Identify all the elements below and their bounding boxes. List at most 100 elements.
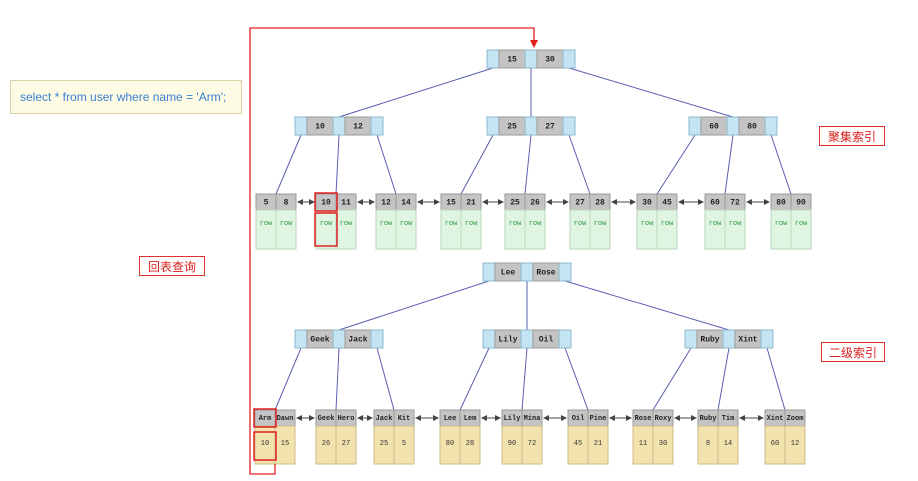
clustered-leaf-row xyxy=(395,209,417,250)
clustered-leaf-row-label: row xyxy=(775,220,788,228)
secondary-leaf-key-label: Tim xyxy=(722,415,735,423)
clustered-leaf-row xyxy=(440,209,462,250)
clustered-leaf-key-label: 25 xyxy=(510,199,520,208)
clustered-leaf-row-label: row xyxy=(509,220,522,228)
sql-query-text: select * from user where name = 'Arm'; xyxy=(20,90,227,104)
clustered-leaf-row-label: row xyxy=(320,220,333,228)
clustered-inner-pointer xyxy=(294,116,308,136)
secondary-inner-key-label: Xint xyxy=(738,336,757,345)
secondary-inner-pointer xyxy=(722,329,736,349)
secondary-leaf-id xyxy=(274,425,296,465)
clustered-inner-pointer xyxy=(524,116,538,136)
clustered-leaf-key-label: 14 xyxy=(401,199,411,208)
secondary-inner-pointer xyxy=(558,329,572,349)
secondary-leaf-id xyxy=(784,425,806,465)
secondary-edge xyxy=(459,347,490,411)
clustered-leaf: 10 row 11 row xyxy=(315,193,357,250)
clustered-inner-key-label: 60 xyxy=(709,123,719,132)
highlight-arm-key xyxy=(253,408,277,428)
clustered-leaf-key-label: 27 xyxy=(575,199,585,208)
clustered-leaf-key-label: 72 xyxy=(730,199,740,208)
clustered-leaf-row xyxy=(636,209,658,250)
clustered-edge xyxy=(460,134,494,195)
clustered-leaf-row-label: row xyxy=(729,220,742,228)
clustered-leaf-row xyxy=(375,209,397,250)
clustered-leaf-key-label: 5 xyxy=(264,199,269,208)
clustered-leaf-row-label: row xyxy=(400,220,413,228)
secondary-leaf-key-label: Arm xyxy=(259,415,272,423)
clustered-leaf-row-label: row xyxy=(795,220,808,228)
clustered-leaf: 12 row 14 row xyxy=(375,193,417,250)
clustered-edge xyxy=(724,134,734,195)
clustered-leaf-row-label: row xyxy=(380,220,393,228)
clustered-leaf-row-label: row xyxy=(465,220,478,228)
clustered-leaf-row xyxy=(315,209,337,250)
clustered-inner-pointer xyxy=(332,116,346,136)
clustered-inner-pointer xyxy=(562,116,576,136)
secondary-leaf-id-label: 5 xyxy=(402,440,406,448)
clustered-leaf-row xyxy=(524,209,546,250)
clustered-inner-pointer xyxy=(726,116,740,136)
secondary-leaf-id-label: 80 xyxy=(446,440,454,448)
secondary-inner-pointer xyxy=(332,329,346,349)
secondary-inner-pointer xyxy=(482,329,496,349)
secondary-leaf-id-label: 27 xyxy=(342,440,350,448)
secondary-leaf-key-label: Lee xyxy=(444,415,457,423)
leaf-links xyxy=(296,199,770,421)
highlight-clustered-key xyxy=(314,192,338,212)
clustered-leaf-row-label: row xyxy=(340,220,353,228)
clustered-leaf-row-label: row xyxy=(709,220,722,228)
clustered-root-key-label: 15 xyxy=(507,56,517,65)
clustered-edge xyxy=(275,134,302,195)
clustered-leaf-row xyxy=(790,209,812,250)
secondary-leaf-id-label: 28 xyxy=(466,440,474,448)
clustered-leaf-key-label: 11 xyxy=(341,199,351,208)
secondary-inner-key-label: Ruby xyxy=(700,336,719,345)
clustered-inner-key-label: 12 xyxy=(353,123,363,132)
clustered-leaf-key-label: 12 xyxy=(381,199,391,208)
secondary-inner-pointer xyxy=(294,329,308,349)
clustered-leaf-key-label: 30 xyxy=(642,199,652,208)
clustered-leaf-row xyxy=(724,209,746,250)
secondary-inner-key-label: Geek xyxy=(310,336,329,345)
secondary-inner-pointer xyxy=(520,329,534,349)
secondary-leaf-key-label: Zoom xyxy=(787,415,804,423)
secondary-inner-key-label: Oil xyxy=(539,336,554,345)
secondary-leaf-key-label: Rose xyxy=(635,415,652,423)
secondary-leaf-id xyxy=(652,425,674,465)
secondary-leaf-id-label: 60 xyxy=(771,440,779,448)
clustered-leaf-row-label: row xyxy=(574,220,587,228)
secondary-leaf-id-label: 14 xyxy=(724,440,732,448)
clustered-leaf-row-label: row xyxy=(661,220,674,228)
secondary-leaf-id-label: 45 xyxy=(574,440,582,448)
secondary-leaf-id-label: 26 xyxy=(322,440,330,448)
clustered-leaf-key-label: 45 xyxy=(662,199,672,208)
clustered-leaf-key-label: 10 xyxy=(321,199,331,208)
clustered-leaf-row xyxy=(589,209,611,250)
secondary-leaf-id-label: 11 xyxy=(639,440,647,448)
secondary-edge xyxy=(338,280,490,331)
clustered-edge xyxy=(335,134,340,195)
secondary-edge xyxy=(521,347,528,411)
clustered-edge xyxy=(338,67,494,118)
secondary-index-label: 二级索引 xyxy=(821,342,885,362)
secondary-leaf-key-label: Dawn xyxy=(277,415,294,423)
secondary-edge xyxy=(274,347,302,411)
secondary-leaf-id xyxy=(459,425,481,465)
secondary-leaf-key-label: Xint xyxy=(767,415,784,423)
secondary-root-key-label: Rose xyxy=(536,269,555,278)
clustered-leaf-row xyxy=(770,209,792,250)
highlight-arm-id xyxy=(253,431,277,461)
secondary-leaf-key-label: Hero xyxy=(338,415,355,423)
clustered-edge xyxy=(770,134,792,195)
secondary-leaf-id-label: 90 xyxy=(508,440,516,448)
secondary-edge xyxy=(652,347,692,411)
